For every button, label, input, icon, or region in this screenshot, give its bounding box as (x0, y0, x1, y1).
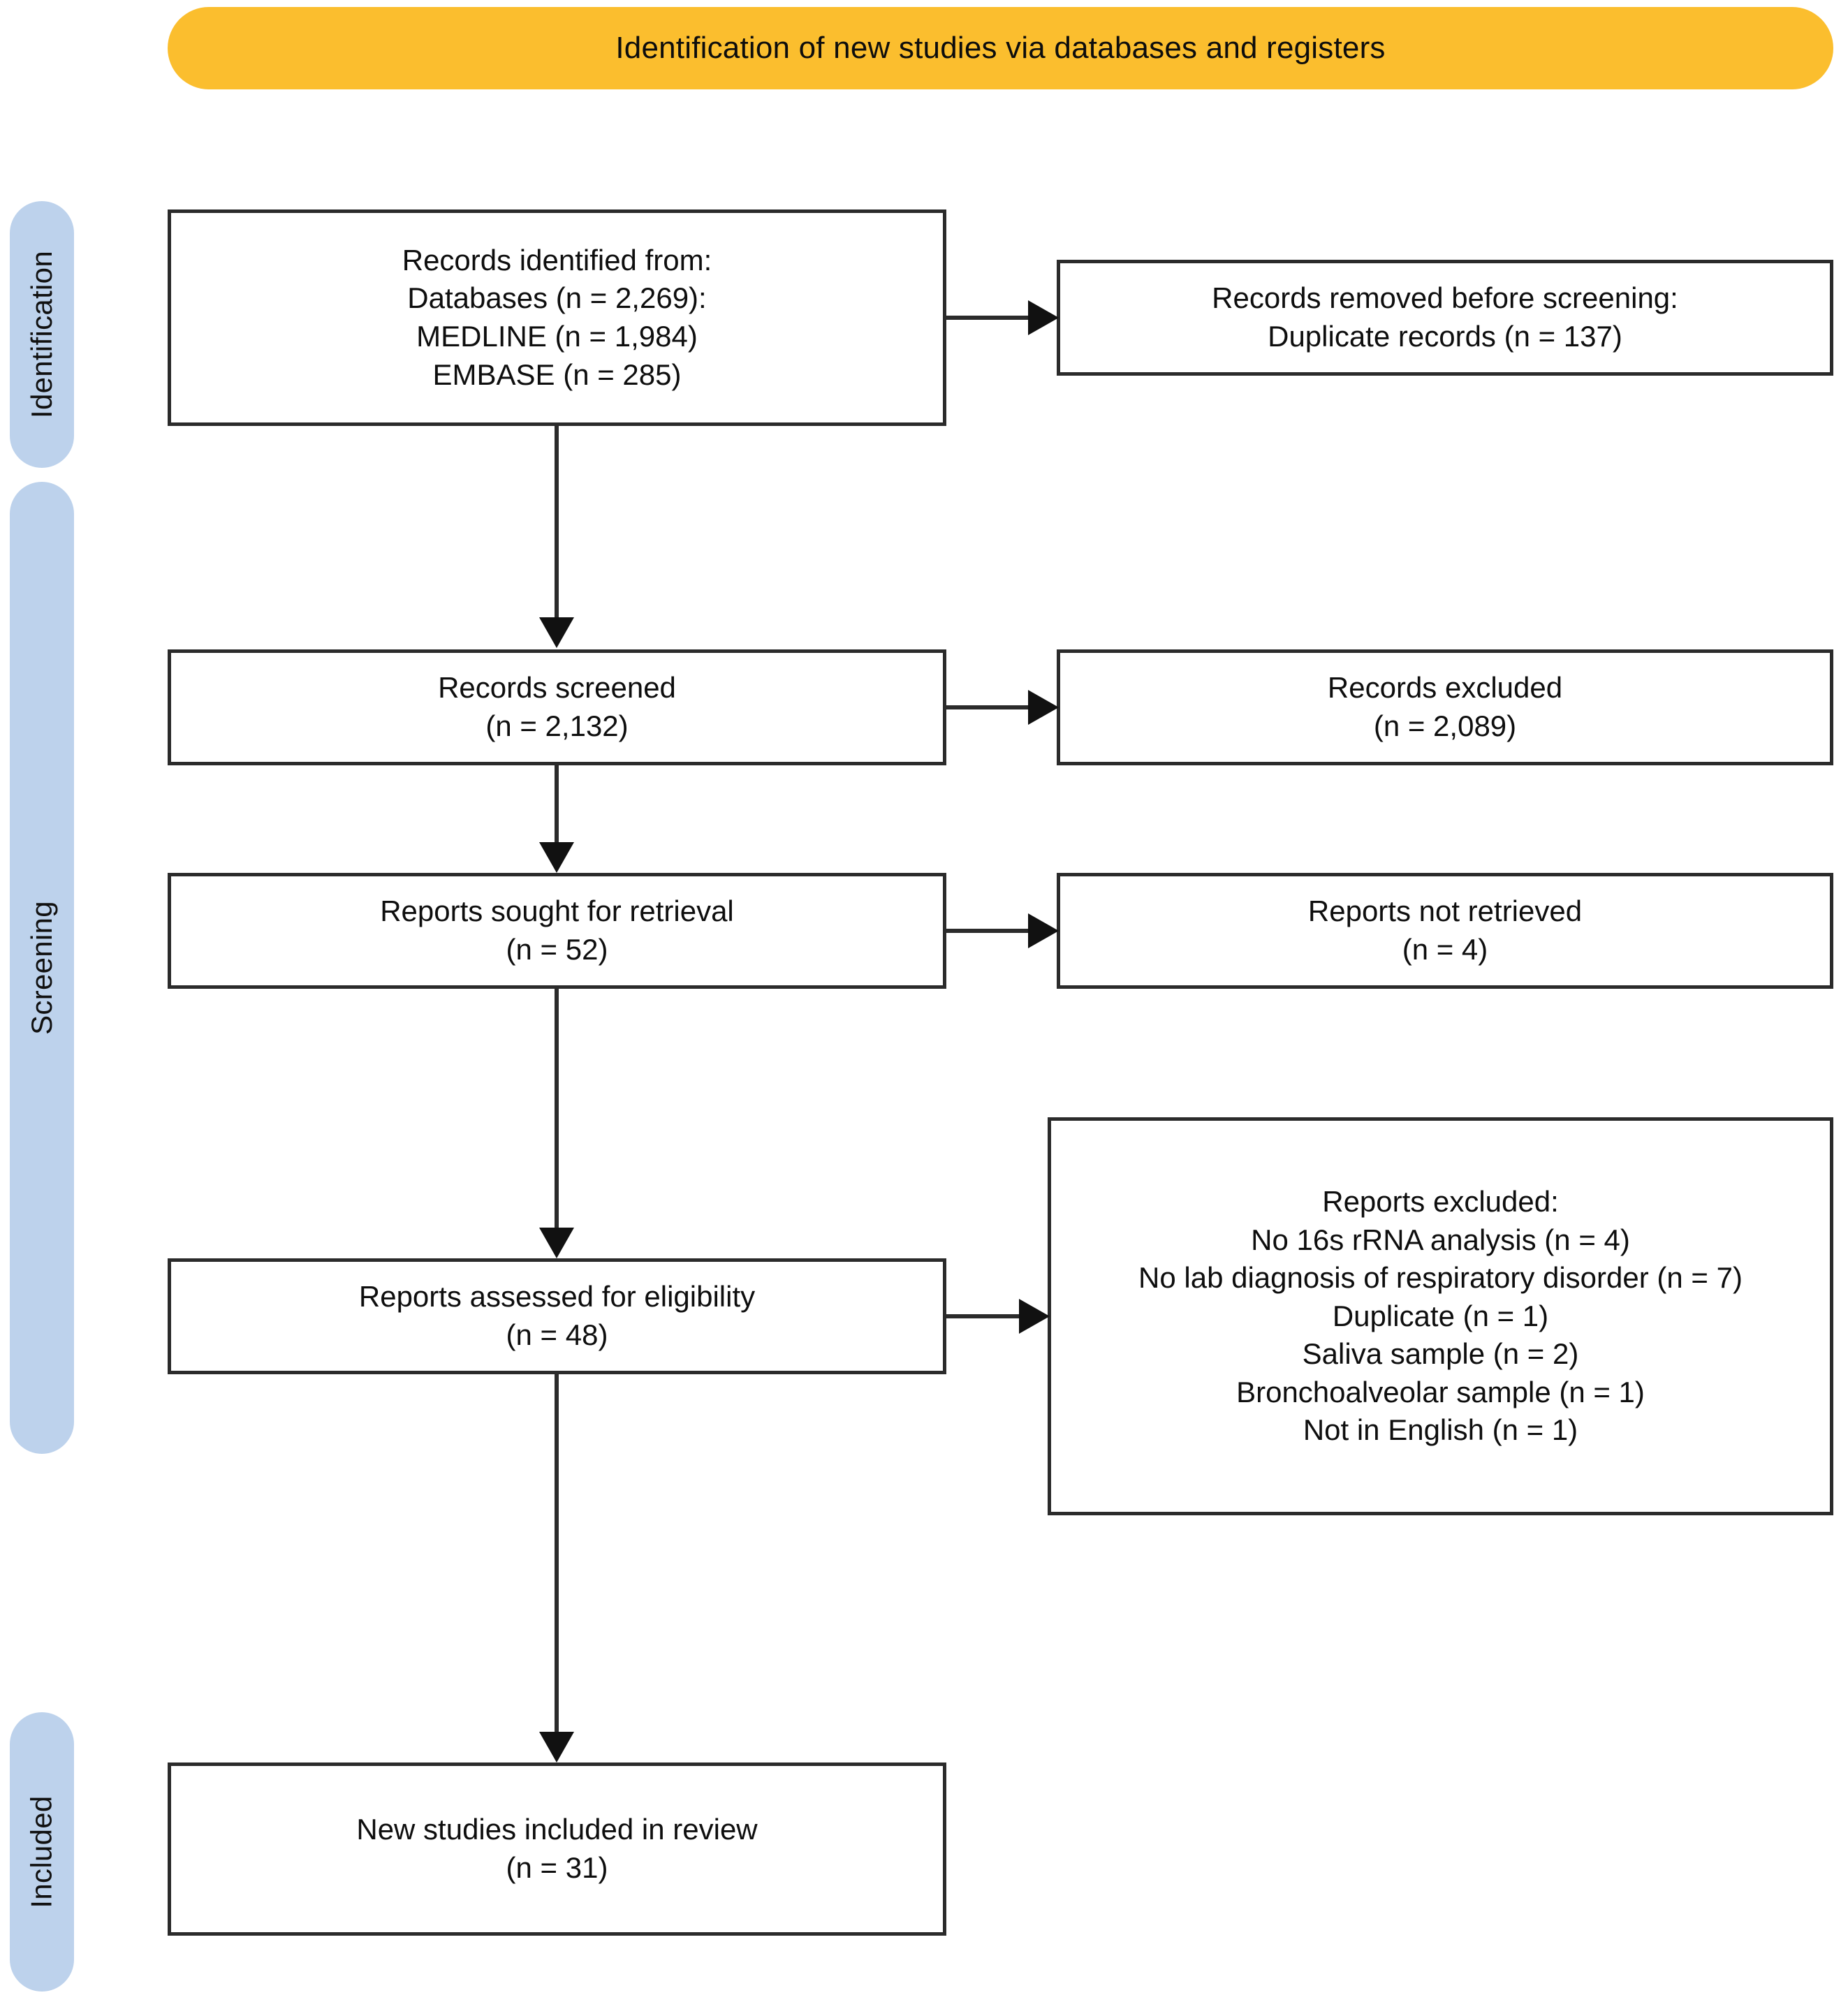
box-records-screened-text: Records screened (n = 2,132) (438, 669, 676, 745)
records-identified-line-1: Records identified from: (402, 243, 712, 277)
reports-excluded-line-2: No 16s rRNA analysis (n = 4) (1251, 1223, 1630, 1256)
reports-assessed-line-2: (n = 48) (506, 1318, 608, 1351)
stage-label-screening: Screening (25, 901, 59, 1035)
reports-excluded-line-4: Duplicate (n = 1) (1332, 1299, 1549, 1332)
connector-identified-to-removed (946, 316, 1032, 320)
records-removed-line-1: Records removed before screening: (1212, 281, 1678, 315)
box-records-excluded: Records excluded (n = 2,089) (1057, 649, 1833, 765)
reports-not-retrieved-line-1: Reports not retrieved (1307, 895, 1583, 928)
box-reports-assessed-text: Reports assessed for eligibility (n = 48… (359, 1278, 755, 1354)
stage-pill-identification: Identification (10, 201, 74, 468)
box-new-studies-included: New studies included in review (n = 31) (168, 1763, 946, 1936)
arrowhead-assessed-to-reports-excluded (1019, 1299, 1050, 1334)
arrowhead-identified-to-removed (1028, 300, 1059, 335)
records-identified-line-2: Databases (n = 2,269): (407, 281, 707, 315)
connector-assessed-to-reports-excluded (946, 1314, 1023, 1318)
box-records-removed: Records removed before screening: Duplic… (1057, 260, 1833, 376)
records-screened-line-1: Records screened (438, 671, 676, 705)
box-reports-sought-text: Reports sought for retrieval (n = 52) (380, 892, 734, 969)
reports-not-retrieved-line-2: (n = 4) (1402, 933, 1488, 966)
box-reports-excluded-detail: Reports excluded: No 16s rRNA analysis (… (1048, 1117, 1833, 1515)
box-records-excluded-text: Records excluded (n = 2,089) (1328, 669, 1562, 745)
reports-excluded-line-1: Reports excluded: (1322, 1184, 1559, 1218)
reports-assessed-line-1: Reports assessed for eligibility (358, 1280, 756, 1313)
reports-excluded-line-7: Not in English (n = 1) (1303, 1413, 1578, 1447)
records-screened-line-2: (n = 2,132) (485, 709, 629, 742)
arrowhead-assessed-to-included (539, 1732, 574, 1763)
arrowhead-screened-to-excluded (1028, 690, 1059, 725)
new-studies-included-line-2: (n = 31) (506, 1851, 608, 1884)
reports-excluded-line-5: Saliva sample (n = 2) (1302, 1337, 1579, 1371)
records-excluded-line-2: (n = 2,089) (1373, 709, 1517, 742)
new-studies-included-line-1: New studies included in review (356, 1813, 758, 1846)
records-excluded-line-1: Records excluded (1327, 671, 1563, 705)
connector-sought-to-not-retrieved (946, 929, 1032, 933)
arrowhead-screened-to-sought (539, 842, 574, 873)
box-reports-not-retrieved: Reports not retrieved (n = 4) (1057, 873, 1833, 989)
box-records-identified: Records identified from: Databases (n = … (168, 209, 946, 426)
arrowhead-identified-to-screened (539, 617, 574, 648)
connector-assessed-to-included (555, 1374, 559, 1744)
records-identified-line-4: EMBASE (n = 285) (432, 358, 682, 391)
stage-label-identification: Identification (25, 250, 58, 419)
records-removed-line-2: Duplicate records (n = 137) (1268, 320, 1622, 353)
box-reports-not-retrieved-text: Reports not retrieved (n = 4) (1308, 892, 1582, 969)
box-records-removed-text: Records removed before screening: Duplic… (1212, 279, 1678, 355)
connector-sought-to-assessed (555, 989, 559, 1240)
stage-pill-screening: Screening (10, 482, 74, 1454)
box-reports-excluded-detail-text: Reports excluded: No 16s rRNA analysis (… (1064, 1183, 1817, 1450)
stage-label-included: Included (25, 1795, 59, 1908)
box-new-studies-included-text: New studies included in review (n = 31) (356, 1811, 757, 1887)
box-reports-sought: Reports sought for retrieval (n = 52) (168, 873, 946, 989)
records-identified-line-3: MEDLINE (n = 1,984) (416, 320, 698, 353)
connector-screened-to-sought (555, 765, 559, 855)
reports-excluded-line-3: No lab diagnosis of respiratory disorder… (1138, 1261, 1743, 1295)
reports-sought-line-1: Reports sought for retrieval (380, 895, 734, 928)
box-records-identified-text: Records identified from: Databases (n = … (402, 242, 712, 394)
connector-screened-to-excluded (946, 705, 1032, 709)
banner-title: Identification of new studies via databa… (615, 31, 1386, 65)
box-reports-assessed: Reports assessed for eligibility (n = 48… (168, 1258, 946, 1374)
arrowhead-sought-to-not-retrieved (1028, 913, 1059, 948)
diagram-header-banner: Identification of new studies via databa… (168, 7, 1833, 89)
arrowhead-sought-to-assessed (539, 1228, 574, 1258)
box-records-screened: Records screened (n = 2,132) (168, 649, 946, 765)
stage-pill-included: Included (10, 1712, 74, 1992)
reports-excluded-line-6: Bronchoalveolar sample (n = 1) (1236, 1375, 1645, 1408)
connector-identified-to-screened (555, 426, 559, 630)
reports-sought-line-2: (n = 52) (506, 933, 608, 966)
